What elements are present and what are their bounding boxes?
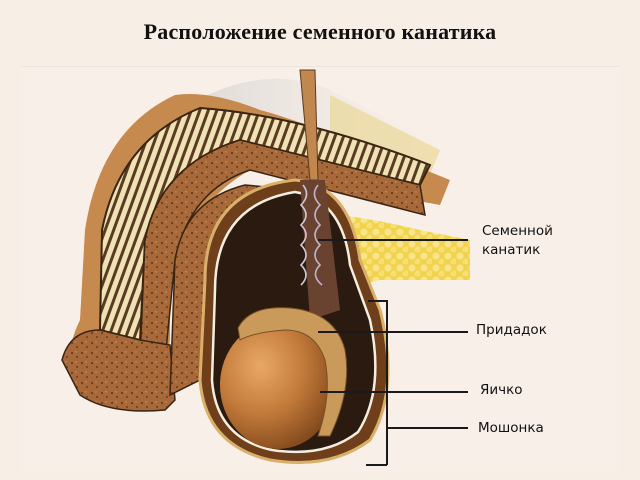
spermatic-cord-leader-line [318,239,468,241]
scrotum-bracket-bottom [366,464,387,466]
fat-tissue-right [340,215,470,300]
label-epididymis: Придадок [476,322,547,338]
scrotum-bracket-top [368,300,387,302]
diagram-title: Расположение семенного канатика [143,19,497,44]
epididymis-leader-line [318,331,468,333]
scrotum-bracket-vertical [386,300,388,465]
label-spermatic-cord: Семенной канатик [482,222,553,260]
label-spermatic-cord-line1: Семенной [482,223,553,239]
scrotum-leader-line [387,427,468,429]
penis-shaft [61,94,450,412]
testis [220,321,336,449]
label-spermatic-cord-line2: канатик [482,242,541,258]
epididymis [237,307,348,437]
label-scrotum: Мошонка [478,420,544,436]
label-testis: Яичко [480,382,523,398]
testis-leader-line [320,391,468,393]
spermatic-cord [299,69,340,320]
